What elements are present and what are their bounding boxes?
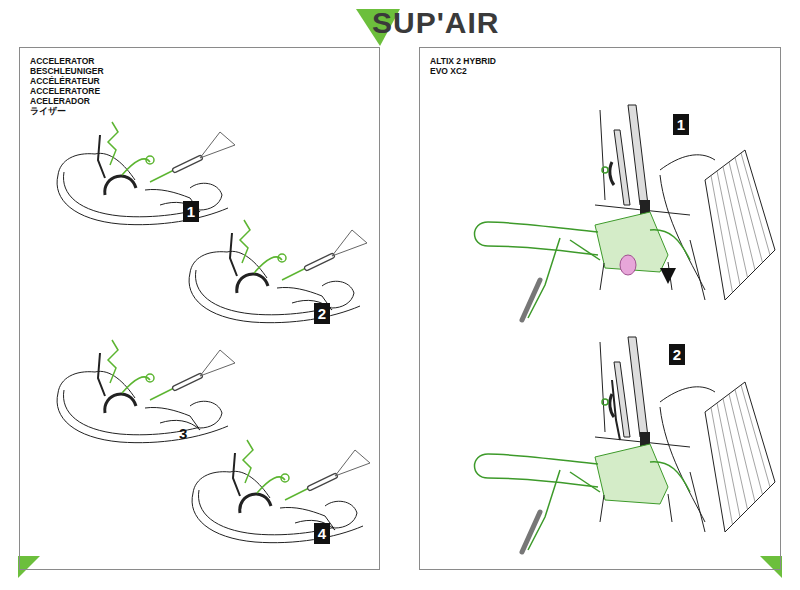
panel-heading: ACCÉLÉRATEUR	[30, 76, 100, 86]
panel-heading: BESCHLEUNIGER	[30, 66, 104, 76]
step-number-box: 1	[673, 114, 689, 135]
pointer-triangle	[660, 268, 676, 284]
arrow-mark	[612, 380, 620, 440]
harness-step-1	[57, 122, 235, 225]
panel-heading: ライザー	[30, 106, 66, 116]
harness-right-1	[475, 105, 776, 320]
panel-heading: ACCELERATORE	[30, 86, 100, 96]
panel-heading: EVO XC2	[430, 66, 467, 76]
corner-triangle	[760, 556, 782, 578]
step-number: 2	[314, 303, 330, 324]
corner-triangle	[18, 556, 40, 578]
harness-step-2	[189, 220, 367, 323]
harness-step-3	[57, 340, 235, 443]
harness-right-2	[475, 337, 776, 552]
panel-heading: ACCELERATOR	[30, 56, 94, 66]
step-number: 1	[673, 114, 689, 135]
step-number: 4	[314, 523, 330, 544]
carabiner	[620, 255, 636, 275]
harness-step-4	[192, 440, 370, 543]
panel-heading: ACELERADOR	[30, 96, 90, 106]
step-number-box: 1	[183, 201, 199, 222]
step-number: 2	[669, 344, 685, 365]
panel-heading: ALTIX 2 HYBRID	[430, 56, 496, 66]
step-number: 1	[183, 201, 199, 222]
step-number-box: 4	[314, 523, 330, 544]
instruction-panel: ALTIX 2 HYBRIDEVO XC2 1 2	[419, 47, 781, 570]
step-number-box: 2	[314, 303, 330, 324]
step-number-box: 2	[669, 344, 685, 365]
brand-logo: SUP'AIR	[372, 6, 499, 40]
instruction-panel: ACCELERATORBESCHLEUNIGERACCÉLÉRATEURACCE…	[19, 47, 380, 570]
step-number: 3	[179, 425, 187, 442]
